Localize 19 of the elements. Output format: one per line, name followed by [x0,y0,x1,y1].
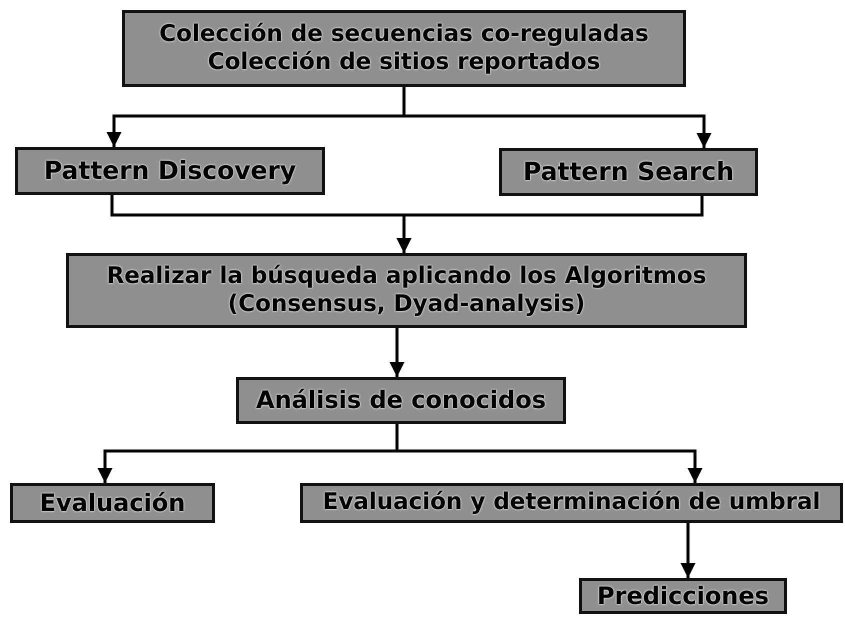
arrow [390,328,404,377]
arrow [396,196,704,253]
box-label: Evaluación y determinación de umbral [322,489,820,517]
process-box [579,578,787,614]
process-box [122,10,686,87]
process-box [15,147,325,195]
process-box [499,148,758,196]
process-box [66,253,747,328]
box-label: Análisis de conocidos [256,386,546,415]
box-label: Predicciones [597,582,769,610]
box-label: Realizar la búsqueda aplicando los Algoritmos (Consensus, Dyad-analysis) [106,262,708,318]
arrow [680,523,696,578]
process-box [10,483,215,523]
box-label: Pattern Discovery [44,156,296,186]
box-label: Colección de secuencias co-reguladas Colección de sitios reportados [158,20,650,76]
process-box [300,483,843,523]
process-box [236,377,566,424]
box-label: Pattern Search [523,157,734,187]
box-label: Evaluación [40,488,186,518]
